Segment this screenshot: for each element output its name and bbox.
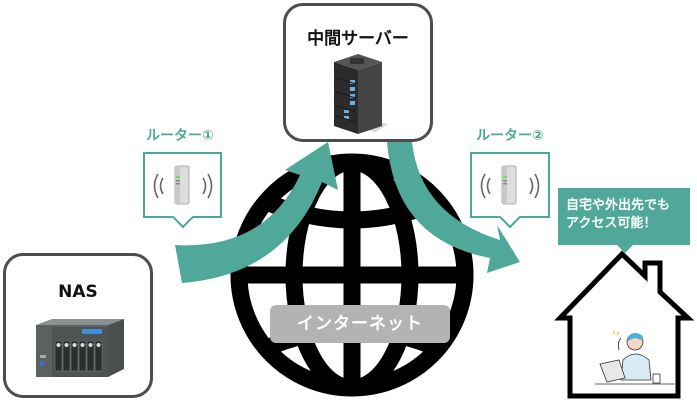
router2-label: ルーター②: [476, 128, 544, 144]
wifi-router-icon: [153, 165, 213, 205]
server-rack-icon: [334, 54, 388, 134]
nas-node: NAS: [3, 253, 153, 398]
internet-label: インターネット: [270, 305, 450, 343]
router1-callout: [143, 152, 222, 218]
router2-callout: [470, 152, 550, 218]
bubble-line1: 自宅や外出先でも: [566, 198, 671, 213]
wifi-router-icon: [480, 165, 540, 205]
nas-device-icon: [36, 319, 124, 377]
access-bubble: 自宅や外出先でも アクセス可能！: [558, 188, 690, 253]
person-laptop-icon: [595, 330, 675, 385]
nas-title: NAS: [58, 282, 98, 302]
bubble-line2: アクセス可能！: [566, 216, 657, 231]
server-title: 中間サーバー: [307, 29, 409, 49]
router1-label: ルーター①: [146, 128, 214, 144]
server-node: 中間サーバー: [283, 3, 433, 142]
